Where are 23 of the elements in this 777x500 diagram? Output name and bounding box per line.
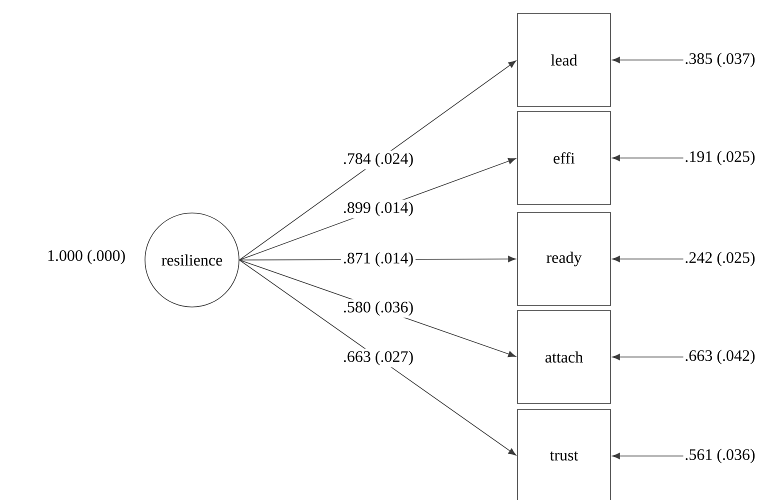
- arrow: [612, 154, 684, 162]
- residual-label: .663 (.042): [686, 350, 755, 364]
- arrow: [612, 354, 684, 360]
- arrow: [612, 56, 684, 64]
- residual-label: .191 (.025): [686, 150, 755, 166]
- edge-label: .871 (.014): [340, 250, 416, 269]
- observed-variable-box: effi: [517, 111, 611, 205]
- edge-label: .899 (.014): [340, 200, 416, 218]
- residual-label: .561 (.036): [686, 448, 755, 464]
- variance-label: 1.000 (.000): [48, 250, 125, 264]
- observed-variable-box: trust: [517, 409, 611, 500]
- edge-label: .784 (.024): [340, 150, 416, 170]
- arrow: [612, 256, 684, 262]
- arrow: [239, 60, 516, 260]
- observed-variable-box: lead: [517, 13, 611, 107]
- arrow: [239, 260, 516, 456]
- observed-variable-box: attach: [517, 310, 611, 404]
- residual-label: .242 (.025): [686, 252, 755, 266]
- residual-label: .385 (.037): [686, 52, 755, 68]
- arrow: [612, 452, 684, 460]
- edge-label: .580 (.036): [340, 299, 416, 318]
- edge-label: .663 (.027): [340, 348, 416, 368]
- observed-variable-box: ready: [517, 212, 611, 306]
